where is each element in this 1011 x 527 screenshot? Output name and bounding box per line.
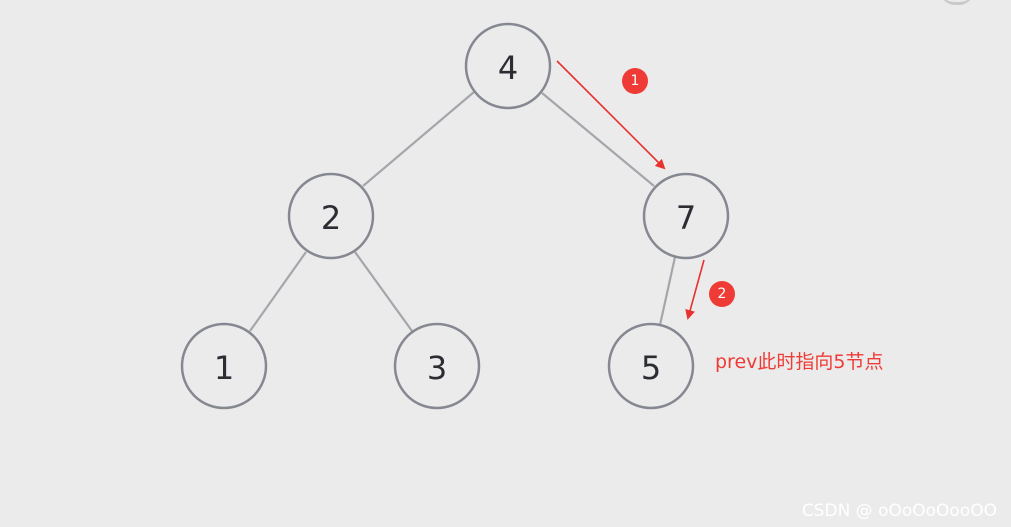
node-label-5: 5 <box>641 349 661 387</box>
step-badge-2: 2 <box>709 281 735 307</box>
edge-2-1 <box>249 251 307 332</box>
tree-node-4: 4 <box>464 22 552 110</box>
tree-node-3: 3 <box>393 322 481 410</box>
csdn-watermark: CSDN @ oOoOoOooOO <box>801 501 997 521</box>
tree-node-1: 1 <box>180 322 268 410</box>
edge-4-2 <box>362 91 475 187</box>
step-badge-2-label: 2 <box>718 286 727 302</box>
step-arrow-2 <box>685 259 705 320</box>
tree-node-7: 7 <box>642 172 730 260</box>
node-label-2: 2 <box>321 199 341 237</box>
prev-annotation: prev此时指向5节点 <box>715 351 884 373</box>
step-badge-1-label: 1 <box>631 73 640 89</box>
node-label-7: 7 <box>676 199 696 237</box>
edge-7-5 <box>658 256 677 326</box>
tree-node-2: 2 <box>287 172 375 260</box>
node-label-1: 1 <box>214 349 234 387</box>
tree-node-5: 5 <box>607 322 695 410</box>
node-label-4: 4 <box>498 49 518 87</box>
edge-2-3 <box>354 251 413 332</box>
corner-decoration <box>940 0 974 5</box>
step-arrow-1 <box>556 60 666 170</box>
edge-4-7 <box>541 92 655 187</box>
step-badge-1: 1 <box>622 68 648 94</box>
node-label-3: 3 <box>427 349 447 387</box>
